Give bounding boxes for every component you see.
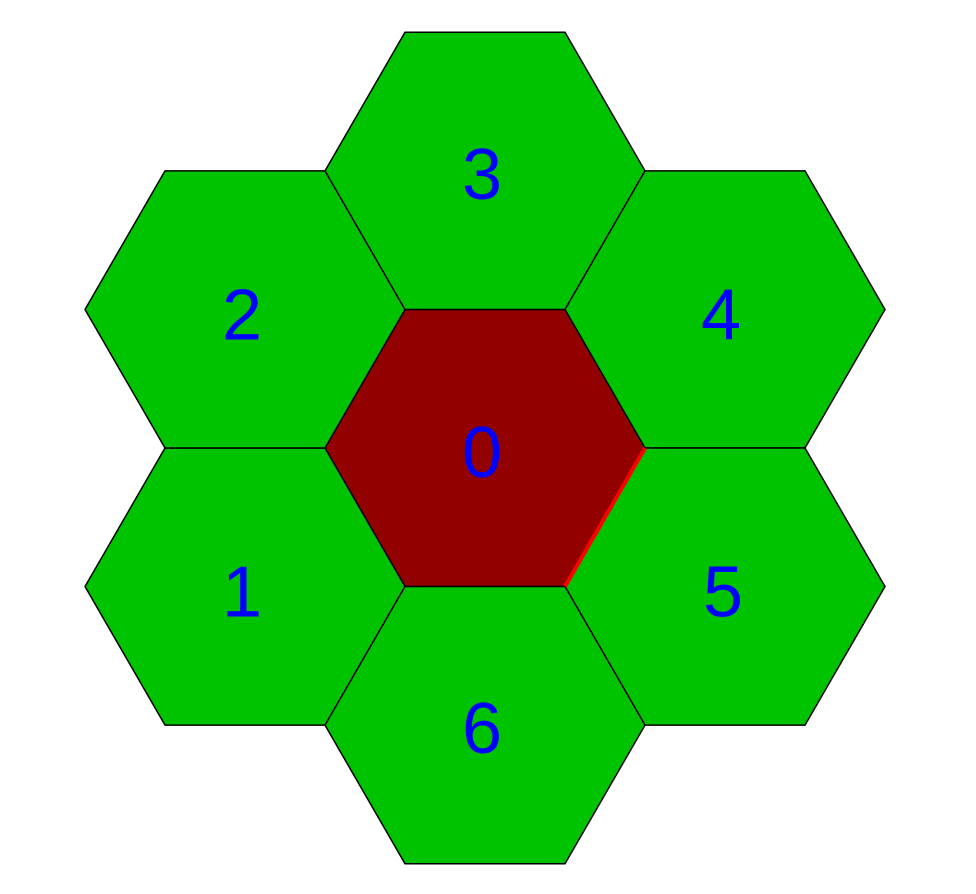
highlight-edge-layer (563, 446, 647, 588)
hexagon-label-1: 1 (222, 553, 262, 633)
hexagon-layer (84, 31, 886, 865)
hexagon-label-0: 0 (462, 413, 502, 493)
label-layer: 0 1 2 3 4 5 6 (222, 135, 743, 769)
hexagon-label-2: 2 (222, 275, 262, 355)
hexagon-label-3: 3 (462, 135, 502, 215)
hexagon-label-5: 5 (703, 553, 743, 633)
hexagon-label-4: 4 (701, 275, 741, 355)
hexagon-label-6: 6 (462, 689, 502, 769)
highlighted-edge (563, 446, 647, 588)
